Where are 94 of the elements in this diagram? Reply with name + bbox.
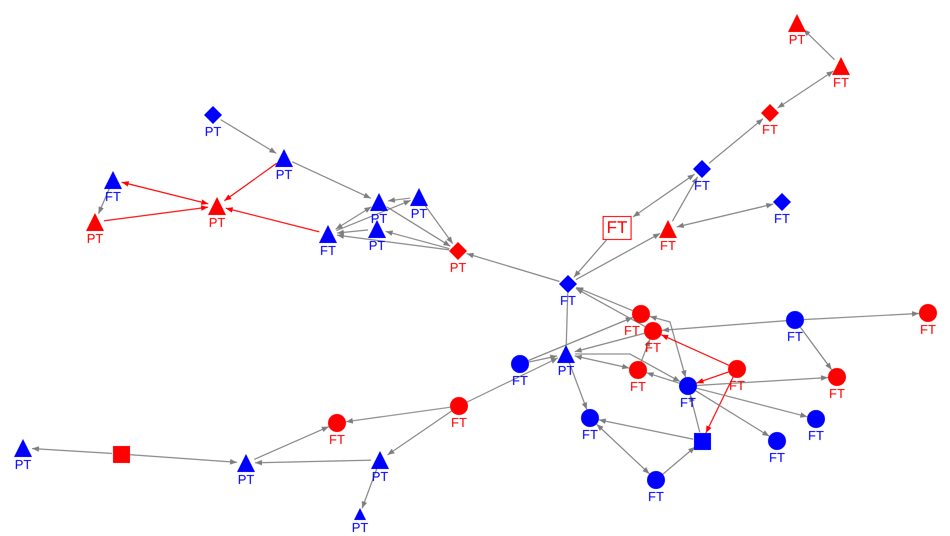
arrow: [777, 70, 834, 108]
node-label: FT: [808, 429, 824, 443]
node-label: FT: [829, 387, 845, 401]
node-label: PT: [352, 521, 368, 535]
arrow: [98, 188, 110, 214]
node-label: PT: [410, 207, 428, 221]
node-label: FT: [645, 341, 661, 355]
arrow: [660, 334, 730, 366]
node-label: FT: [648, 490, 664, 504]
node-label: FT: [833, 76, 849, 90]
arrow: [596, 424, 650, 474]
arrow: [705, 376, 734, 434]
arrow: [632, 174, 695, 218]
node-label: FT: [660, 239, 676, 253]
arrow: [803, 28, 835, 60]
arrow: [696, 388, 808, 418]
arrow: [335, 206, 372, 230]
arrow: [574, 332, 644, 353]
arrow: [226, 207, 320, 232]
node-label: PT: [788, 33, 806, 47]
arrow: [574, 240, 607, 278]
arrow: [662, 320, 786, 333]
node-label: FT: [729, 379, 745, 393]
node-label: FT: [630, 380, 646, 394]
node-label: PT: [450, 261, 466, 275]
arrow: [574, 354, 630, 370]
arrow: [336, 233, 450, 250]
arrow: [424, 204, 454, 244]
arrow: [130, 454, 238, 465]
arrow: [640, 339, 650, 362]
arrow: [224, 162, 277, 202]
arrow: [708, 118, 764, 164]
arrow: [254, 460, 372, 466]
node-label: FT: [762, 123, 778, 137]
node-label: FT: [774, 212, 790, 226]
arrow: [122, 181, 208, 205]
arrow: [336, 229, 368, 236]
node-label: PT: [14, 458, 32, 472]
arrow: [346, 406, 450, 424]
arrow: [466, 252, 560, 282]
node-label: PT: [86, 232, 104, 246]
arrow: [676, 202, 774, 228]
arrow: [220, 119, 277, 154]
arrow: [696, 371, 729, 384]
node-label: PT: [208, 216, 226, 230]
arrow: [386, 206, 451, 247]
arrow: [528, 354, 558, 363]
node-label: PT: [368, 239, 386, 253]
node-label: FT: [769, 451, 785, 465]
arrow: [386, 230, 450, 250]
node-label: FT: [694, 179, 710, 193]
arrow: [689, 394, 700, 432]
arrow: [650, 316, 686, 378]
arrow: [696, 375, 828, 386]
node-label: FT: [624, 324, 640, 338]
arrow: [575, 353, 680, 382]
node-label: FT: [512, 374, 528, 388]
node-label: PT: [204, 125, 222, 139]
node-label: FT: [329, 433, 345, 447]
node-label: FT: [582, 428, 598, 442]
arrow: [568, 362, 588, 410]
node-label: PT: [370, 212, 388, 226]
arrow: [646, 372, 680, 384]
node-label: FT: [320, 244, 336, 258]
text-box: FT: [602, 216, 632, 240]
node-label: FT: [787, 330, 803, 344]
arrow: [292, 161, 372, 199]
node-label: FT: [920, 323, 936, 337]
node-label: PT: [238, 473, 254, 487]
arrow: [800, 326, 832, 370]
node-label: FT: [451, 416, 467, 430]
node-label: PT: [276, 168, 292, 182]
arrow: [528, 316, 633, 362]
arrow: [598, 418, 694, 440]
arrow: [695, 390, 770, 437]
arrow: [466, 357, 558, 403]
arrow: [387, 410, 452, 456]
arrow: [362, 468, 378, 509]
node-label: FT: [105, 190, 121, 204]
arrow: [804, 311, 920, 320]
arrow: [388, 197, 410, 203]
node-label: FT: [560, 294, 576, 308]
arrow: [254, 426, 329, 460]
arrow: [662, 446, 696, 475]
node-label: FT: [680, 396, 696, 410]
arrow: [104, 205, 208, 222]
arrow: [576, 286, 633, 312]
arrow: [576, 232, 660, 280]
node-label: PT: [558, 364, 574, 378]
node-label: PT: [372, 470, 388, 484]
arrow: [672, 176, 698, 222]
arrow: [576, 288, 646, 328]
arrow: [32, 446, 112, 454]
arrow: [336, 200, 411, 232]
